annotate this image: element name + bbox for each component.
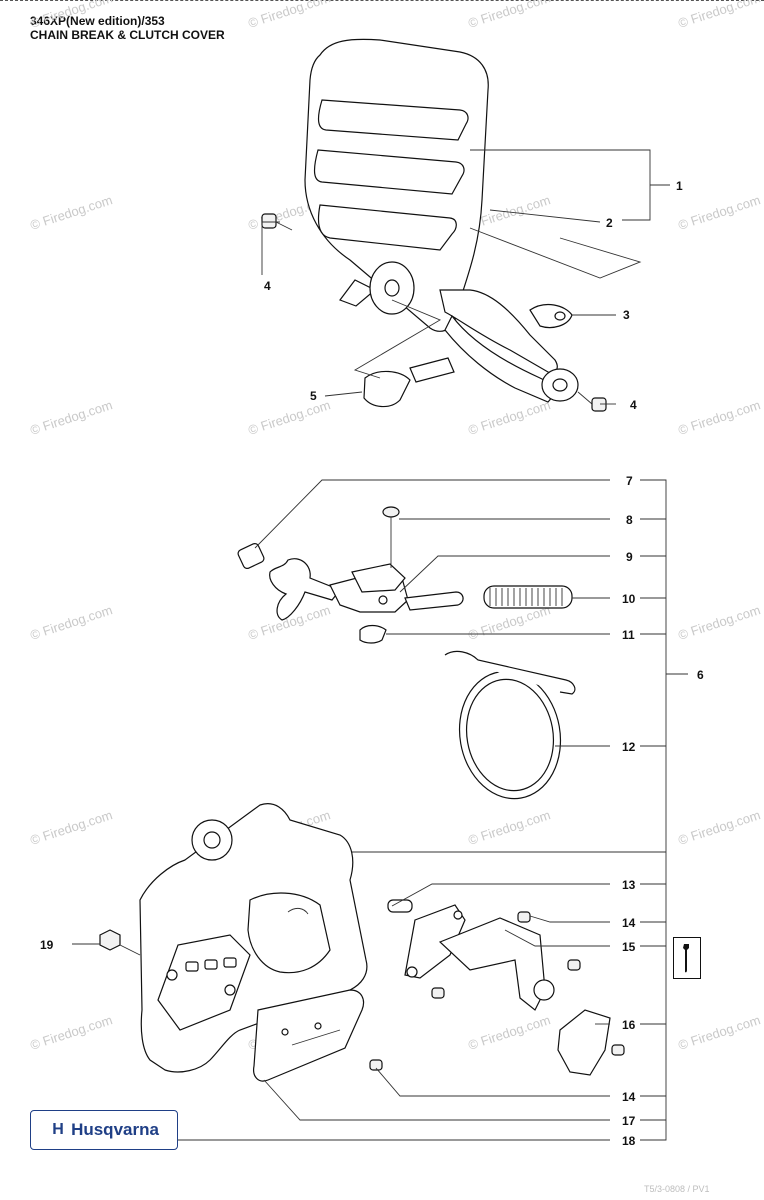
callout-6: 6 xyxy=(697,668,704,682)
pin-13 xyxy=(387,899,413,913)
watermark-text: © Firedog.com xyxy=(28,192,114,233)
screw-4-right xyxy=(577,391,607,412)
callout-11: 11 xyxy=(622,628,635,642)
watermark-text: © Firedog.com xyxy=(676,807,762,848)
leader-lines-middle xyxy=(254,479,688,1141)
callout-12: 12 xyxy=(622,740,636,754)
callout-14-upper: 14 xyxy=(622,916,636,930)
husqvarna-crown-icon: H xyxy=(52,1121,64,1138)
watermark-text: © Firedog.com xyxy=(28,602,114,643)
page-top-rule xyxy=(0,0,764,1)
watermark-text: © Firedog.com xyxy=(676,397,762,438)
watermark-text: © Firedog.com xyxy=(676,0,762,31)
husqvarna-logo: H Husqvarna xyxy=(30,1110,178,1150)
screw-8 xyxy=(382,506,400,568)
clutch-cover xyxy=(139,803,368,1073)
callout-14-lower: 14 xyxy=(622,1090,636,1104)
tool-symbol-box xyxy=(673,937,701,979)
sleeve-9 xyxy=(404,591,464,611)
screw-4-left xyxy=(261,213,293,231)
watermark-text: © Firedog.com xyxy=(466,397,552,438)
watermark-text: © Firedog.com xyxy=(676,602,762,643)
lever-assembly xyxy=(237,543,409,621)
brake-band-12 xyxy=(444,650,576,800)
callout-8: 8 xyxy=(626,513,633,527)
watermark-text: © Firedog.com xyxy=(28,397,114,438)
leader-lines-bottom xyxy=(72,883,610,1141)
watermark-text: © Firedog.com xyxy=(28,807,114,848)
cover-plate-17 xyxy=(253,989,365,1082)
callout-19: 19 xyxy=(40,938,54,952)
watermark-text: © Firedog.com xyxy=(28,1012,114,1053)
callout-1: 1 xyxy=(676,179,683,193)
right-bushing xyxy=(541,368,579,402)
callout-10: 10 xyxy=(622,592,636,606)
screws-bottom xyxy=(369,911,625,1071)
footer-code: T5/3-0808 / PV1 xyxy=(644,1184,710,1194)
section-title: CHAIN BREAK & CLUTCH COVER xyxy=(30,28,225,42)
watermark-text: © Firedog.com xyxy=(28,0,114,31)
callout-3: 3 xyxy=(623,308,630,322)
leader-lines-top xyxy=(261,149,670,405)
watermark-text: © Firedog.com xyxy=(466,1012,552,1053)
guide-15 xyxy=(438,917,555,1011)
spring-clip-5 xyxy=(363,357,455,408)
wrench-icon xyxy=(683,944,689,973)
watermark-text: © Firedog.com xyxy=(676,1012,762,1053)
handle-bushing xyxy=(369,261,415,315)
callout-16: 16 xyxy=(622,1018,636,1032)
callout-4-left: 4 xyxy=(264,279,271,293)
callout-2: 2 xyxy=(606,216,613,230)
callout-9: 9 xyxy=(626,550,633,564)
clip-11 xyxy=(359,624,387,644)
brand-name: Husqvarna xyxy=(71,1120,159,1139)
watermark-text: © Firedog.com xyxy=(676,192,762,233)
watermark-text: © Firedog.com xyxy=(466,0,552,31)
watermark-text: © Firedog.com xyxy=(246,397,332,438)
bracket-14 xyxy=(404,904,466,979)
spring-10 xyxy=(483,585,573,609)
callout-15: 15 xyxy=(622,940,636,954)
chain-brake-handle xyxy=(304,38,561,403)
catcher-16 xyxy=(557,1009,611,1076)
callout-4-right: 4 xyxy=(630,398,637,412)
watermark-text: © Firedog.com xyxy=(246,0,332,31)
watermark-text: © Firedog.com xyxy=(466,807,552,848)
callout-labels: 1 2 3 4 4 5 6 7 8 9 10 11 12 13 14 15 16… xyxy=(40,179,704,1148)
sleeve-part-3 xyxy=(529,303,573,329)
callout-13: 13 xyxy=(622,878,636,892)
callout-5: 5 xyxy=(310,389,317,403)
callout-7: 7 xyxy=(626,474,633,488)
model-title: 346XP(New edition)/353 xyxy=(30,14,165,28)
callout-18: 18 xyxy=(622,1134,636,1148)
nut-19 xyxy=(99,929,121,951)
callout-17: 17 xyxy=(622,1114,636,1128)
page-header: 346XP(New edition)/353 CHAIN BREAK & CLU… xyxy=(30,14,225,42)
